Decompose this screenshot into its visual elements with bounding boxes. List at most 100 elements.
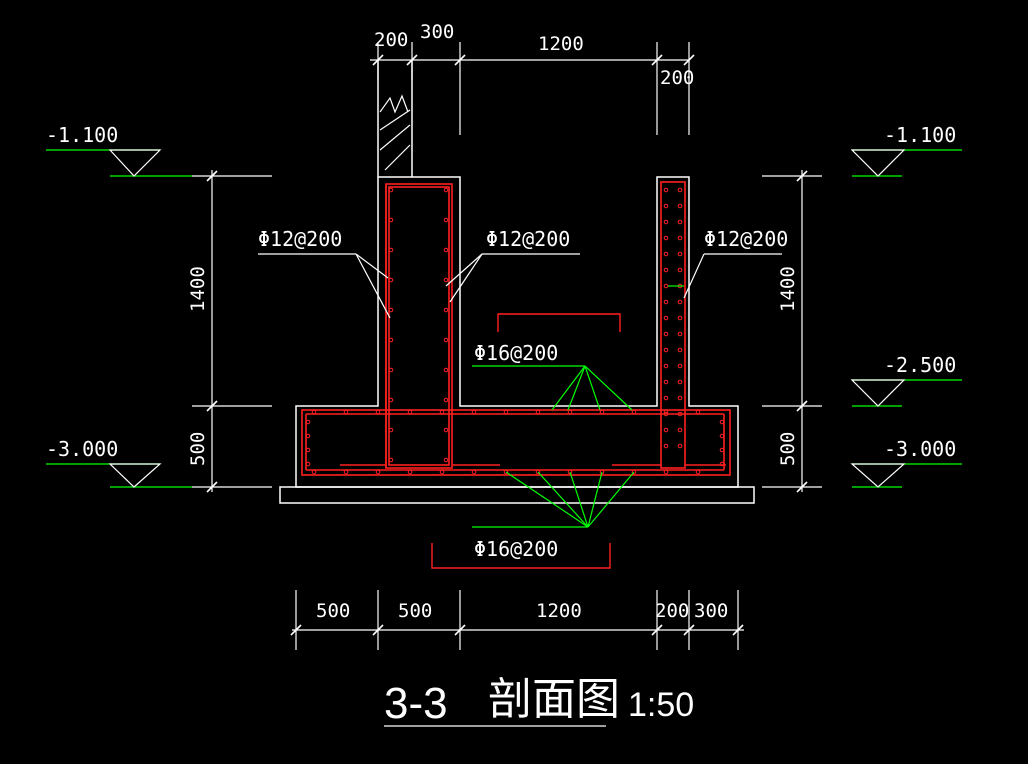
rebar-dot — [388, 457, 394, 463]
elevation-marker-right-top — [850, 149, 906, 177]
rebar-dot — [599, 409, 605, 415]
concrete-outline — [279, 60, 755, 504]
elevation-left-top: -1.100 — [46, 123, 118, 147]
rebar-dot — [407, 469, 413, 475]
top-dim-3: 1200 — [538, 33, 584, 55]
rebar-dot — [388, 187, 394, 193]
left-vdim-1: 1400 — [187, 266, 209, 312]
brick-hatch — [379, 94, 411, 171]
rebar-dot — [663, 347, 669, 353]
top-dim-4: 200 — [660, 67, 694, 89]
rebar-dot — [311, 469, 317, 475]
rebar-dot — [663, 315, 669, 321]
rebar-dot — [663, 409, 669, 415]
rebar-dot — [695, 469, 701, 475]
right-vdim-1: 1400 — [777, 266, 799, 312]
rebar-cage — [301, 181, 731, 476]
slab-rebar-outer — [301, 409, 731, 476]
rebar-dot — [677, 203, 683, 209]
rebar-dot — [503, 409, 509, 415]
rebar-dot — [375, 409, 381, 415]
rebar-dot — [305, 447, 311, 453]
rebar-dot — [443, 367, 449, 373]
rebar-dot — [388, 427, 394, 433]
rebar-dot — [443, 397, 449, 403]
rebar-dot — [443, 277, 449, 283]
rebar-dot — [631, 409, 637, 415]
rebar-label-slab-top: Φ16@200 — [474, 341, 558, 365]
bottom-dim-3: 1200 — [536, 600, 582, 622]
rebar-dot — [677, 347, 683, 353]
title-scale: 1:50 — [628, 686, 694, 724]
rebar-dot — [677, 267, 683, 273]
rebar-dot — [677, 331, 683, 337]
rebar-dot — [535, 409, 541, 415]
rebar-dot — [388, 247, 394, 253]
rebar-dot — [663, 187, 669, 193]
rebar-dot — [443, 307, 449, 313]
rebar-dot — [388, 277, 394, 283]
elevation-marker-left-top — [108, 149, 162, 177]
rebar-dot — [719, 447, 725, 453]
rebar-dot — [443, 337, 449, 343]
rebar-dot — [388, 307, 394, 313]
rebar-dot — [677, 315, 683, 321]
rebar-dot — [663, 395, 669, 401]
rebar-dot — [311, 409, 317, 415]
rebar-dot — [663, 299, 669, 305]
bottom-dim-5: 300 — [694, 600, 728, 622]
rebar-dot — [663, 267, 669, 273]
elevation-right-mid: -2.500 — [884, 353, 956, 377]
rebar-dot — [663, 427, 669, 433]
elevation-right-bottom: -3.000 — [884, 437, 956, 461]
rebar-dot — [663, 235, 669, 241]
rebar-label-left-outer: Φ12@200 — [258, 227, 342, 251]
rebar-label-leaders — [258, 253, 782, 319]
rebar-dot — [663, 203, 669, 209]
title-name: 剖面图 — [488, 675, 620, 724]
left-wall-rebar-inner — [388, 186, 450, 466]
rebar-dot — [305, 461, 311, 467]
rebar-label-left-inner: Φ12@200 — [486, 227, 570, 251]
rebar-dot — [439, 469, 445, 475]
drawing-title: 3-3 剖面图 1:50 — [384, 675, 694, 728]
rebar-dot — [567, 409, 573, 415]
elevation-marker-left-bottom — [108, 463, 162, 488]
rebar-dot — [388, 367, 394, 373]
rebar-dot — [443, 187, 449, 193]
dimension-ticks — [206, 54, 808, 636]
dimension-texts: 200 300 1200 200 500 500 1200 200 300 14… — [187, 21, 799, 622]
rebar-dot — [407, 409, 413, 415]
elevation-texts: -1.100 -3.000 -1.100 -2.500 -3.000 — [46, 123, 956, 461]
rebar-dot — [343, 469, 349, 475]
rebar-dot — [719, 433, 725, 439]
rebar-dot — [343, 409, 349, 415]
right-wall-rebar — [660, 181, 686, 469]
elevation-left-bottom: -3.000 — [46, 437, 118, 461]
elevation-markers — [108, 149, 906, 488]
dimension-lines — [192, 42, 822, 650]
rebar-dot — [663, 283, 669, 289]
rebar-dot — [677, 379, 683, 385]
rebar-dot — [663, 331, 669, 337]
rebar-dot — [388, 337, 394, 343]
rebar-dot — [471, 469, 477, 475]
rebar-dot — [443, 217, 449, 223]
rebar-dot — [663, 469, 669, 475]
rebar-dot — [719, 461, 725, 467]
label-brackets — [431, 313, 621, 569]
title-section: 3-3 — [384, 679, 448, 728]
rebar-dot — [677, 395, 683, 401]
rebar-dot — [719, 419, 725, 425]
rebar-dot — [439, 409, 445, 415]
rebar-dot — [535, 469, 541, 475]
rebar-dot — [695, 409, 701, 415]
blinding-layer — [279, 486, 755, 504]
rebar-dot — [388, 397, 394, 403]
rebar-dot — [663, 251, 669, 257]
right-vdim-2: 500 — [777, 432, 799, 466]
rebar-dot — [375, 469, 381, 475]
rebar-dot — [663, 363, 669, 369]
rebar-dot — [663, 443, 669, 449]
rebar-dot — [677, 427, 683, 433]
